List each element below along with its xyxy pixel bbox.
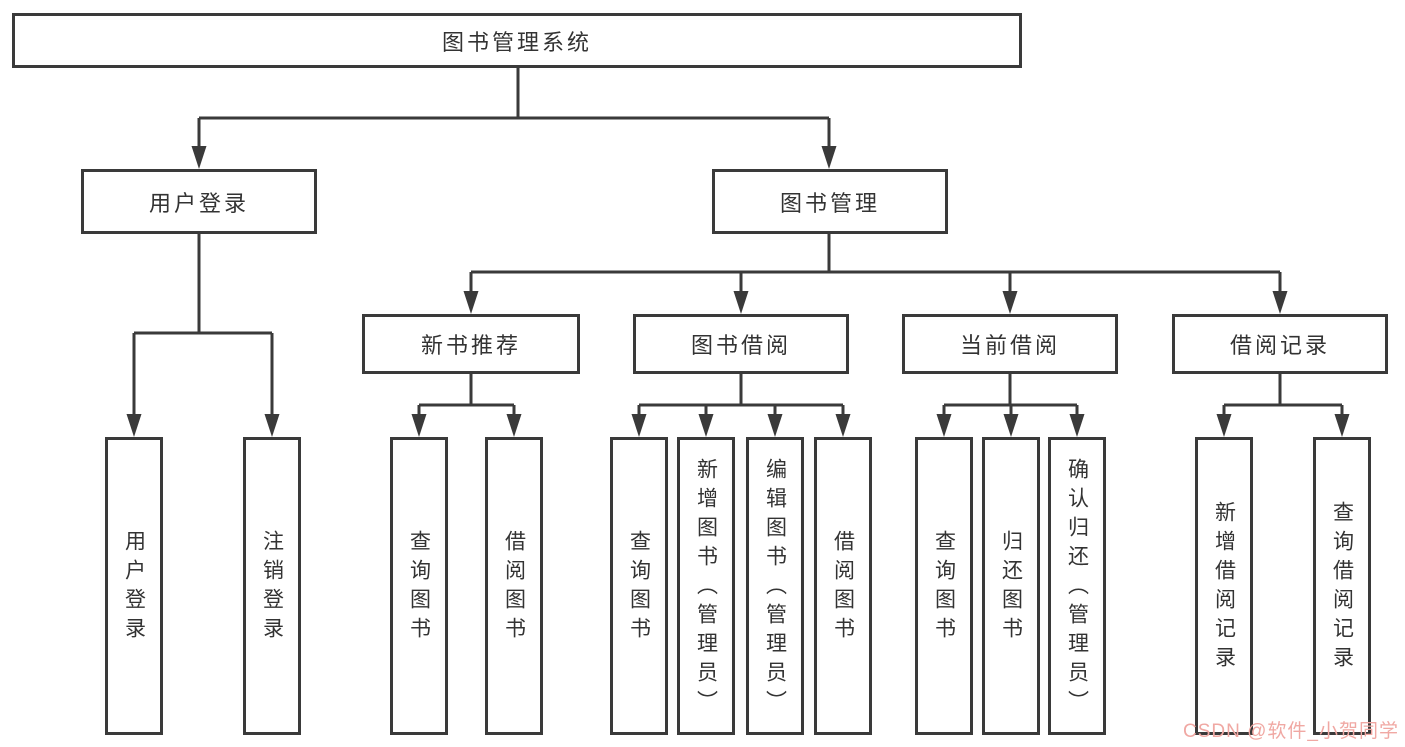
leaf-borrowing-edit-books-admin: 编辑图书（管理员） — [746, 437, 804, 735]
connector-new-book-to-leaves — [417, 374, 516, 416]
leaf-borrowing-add-books-admin: 新增图书（管理员） — [677, 437, 735, 735]
leaf-records-query-record: 查询借阅记录 — [1313, 437, 1371, 735]
node-borrowing-records: 借阅记录 — [1172, 314, 1388, 374]
node-library-management-system: 图书管理系统 — [12, 13, 1022, 68]
node-current-borrowing: 当前借阅 — [902, 314, 1118, 374]
leaf-current-confirm-return-admin: 确认归还（管理员） — [1048, 437, 1106, 735]
node-book-borrowing: 图书借阅 — [633, 314, 849, 374]
connector-user-login-to-leaves — [132, 234, 274, 416]
connector-book-borrow-to-leaves — [637, 374, 845, 416]
leaf-current-return-books: 归还图书 — [982, 437, 1040, 735]
connector-book-mgmt-to-level3 — [469, 234, 1282, 292]
leaf-logout: 注销登录 — [243, 437, 301, 735]
node-new-book-recommend: 新书推荐 — [362, 314, 580, 374]
leaf-recommend-borrow-books: 借阅图书 — [485, 437, 543, 735]
leaf-borrowing-query-books: 查询图书 — [610, 437, 668, 735]
node-user-login: 用户登录 — [81, 169, 317, 234]
node-book-management: 图书管理 — [712, 169, 948, 234]
connector-current-borrow-to-leaves — [942, 374, 1079, 416]
leaf-borrowing-borrow-books: 借阅图书 — [814, 437, 872, 735]
connector-root-to-level2 — [197, 68, 831, 147]
csdn-watermark: CSDN @软件_小贺同学 — [1183, 721, 1399, 742]
connector-borrow-record-to-leaves — [1222, 374, 1344, 416]
leaf-recommend-query-books: 查询图书 — [390, 437, 448, 735]
leaf-user-login: 用户登录 — [105, 437, 163, 735]
leaf-records-add-record: 新增借阅记录 — [1195, 437, 1253, 735]
arrowheads — [126, 146, 1350, 437]
leaf-current-query-books: 查询图书 — [915, 437, 973, 735]
